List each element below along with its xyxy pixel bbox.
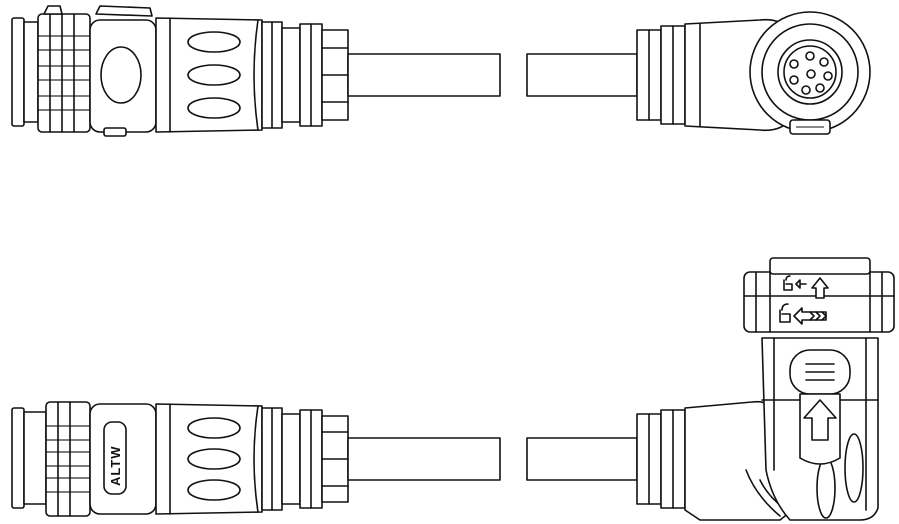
top-straight-connector xyxy=(11,5,501,137)
bottom-right-angle-connector xyxy=(526,257,895,521)
bottom-straight-connector: ALTW xyxy=(11,401,501,517)
top-right-angle-connector xyxy=(526,11,871,135)
brand-label: ALTW xyxy=(108,445,123,486)
